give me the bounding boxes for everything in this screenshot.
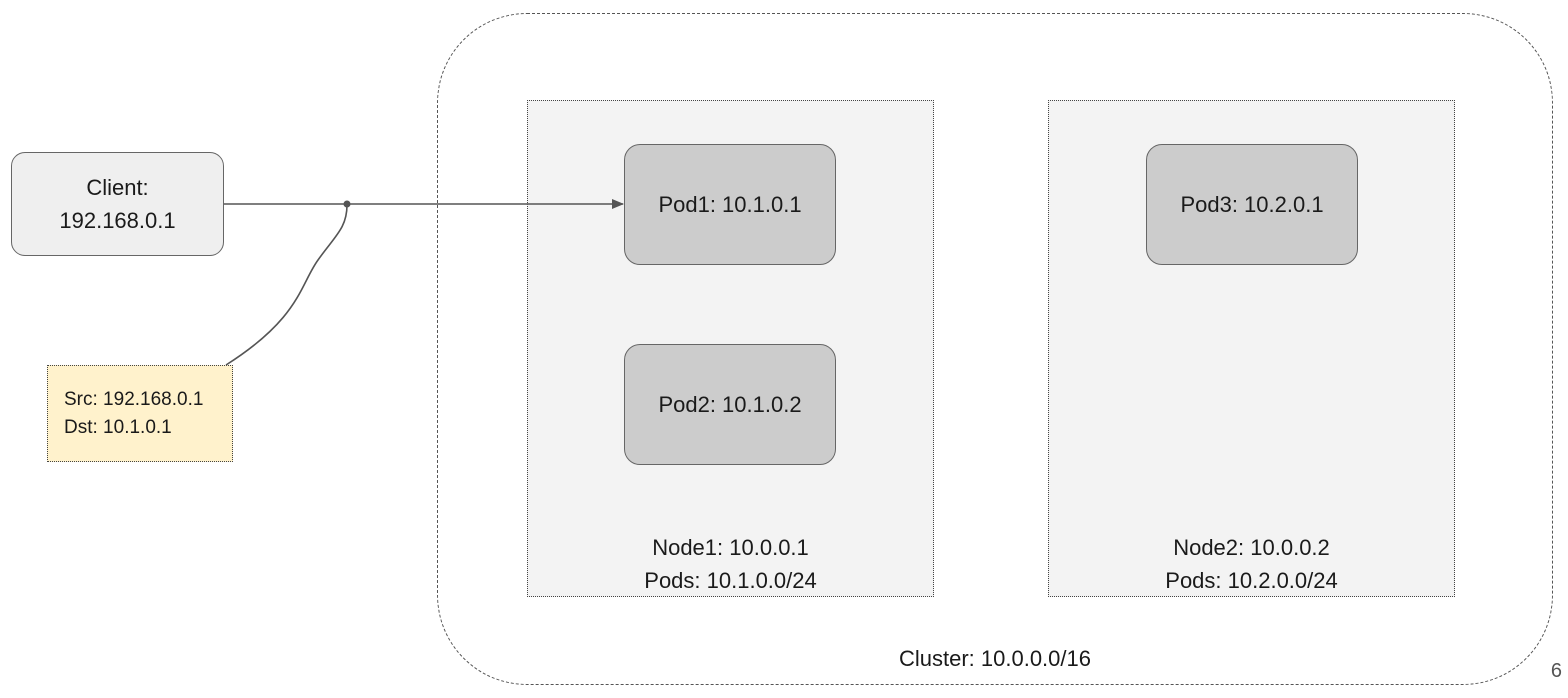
slide-number: 6	[1550, 660, 1562, 682]
node1-pods-range: Pods: 10.1.0.0/24	[644, 568, 817, 593]
pod2: Pod2: 10.1.0.2	[624, 344, 836, 465]
packet-callout-connector	[225, 204, 348, 366]
node2-label: Node2: 10.0.0.2 Pods: 10.2.0.0/24	[1048, 531, 1455, 597]
pod3-label: Pod3: 10.2.0.1	[1180, 191, 1324, 217]
node2-pods-range: Pods: 10.2.0.0/24	[1165, 568, 1338, 593]
connector-junction-dot	[343, 200, 351, 208]
node1-name: Node1: 10.0.0.1	[652, 535, 809, 560]
client-ip: 192.168.0.1	[59, 208, 176, 233]
pod1-label: Pod1: 10.1.0.1	[658, 191, 802, 217]
pod1: Pod1: 10.1.0.1	[624, 144, 836, 265]
packet-src: Src: 192.168.0.1	[64, 389, 204, 410]
cluster-label: Cluster: 10.0.0.0/16	[898, 646, 1091, 671]
client-title: Client:	[86, 175, 149, 200]
packet-callout: Src: 192.168.0.1 Dst: 10.1.0.1	[47, 365, 233, 462]
pod2-label: Pod2: 10.1.0.2	[658, 391, 802, 417]
pod3: Pod3: 10.2.0.1	[1146, 144, 1358, 265]
node2-name: Node2: 10.0.0.2	[1173, 535, 1330, 560]
node1-label: Node1: 10.0.0.1 Pods: 10.1.0.0/24	[527, 531, 934, 597]
client-box: Client: 192.168.0.1	[11, 152, 224, 256]
cluster-boundary	[437, 13, 1553, 685]
packet-dst: Dst: 10.1.0.1	[64, 417, 172, 438]
